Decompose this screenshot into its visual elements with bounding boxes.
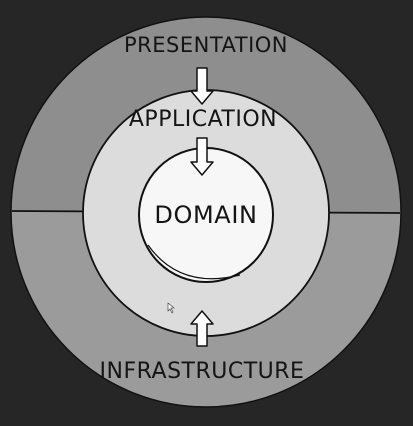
outer-ring-border bbox=[10, 16, 402, 408]
domain-layer-label: Domain bbox=[154, 201, 257, 229]
mouse-cursor-icon bbox=[167, 302, 175, 314]
presentation-to-application-arrow-icon bbox=[190, 67, 214, 105]
infrastructure-layer-label: Infrastructure bbox=[100, 359, 305, 384]
application-to-domain-arrow-icon bbox=[190, 137, 214, 176]
infrastructure-to-application-arrow-icon bbox=[190, 310, 214, 347]
domain-core-sketch-stroke bbox=[147, 244, 241, 280]
presentation-layer-label: Presentation bbox=[124, 33, 288, 57]
application-layer-label: Application bbox=[129, 107, 277, 132]
